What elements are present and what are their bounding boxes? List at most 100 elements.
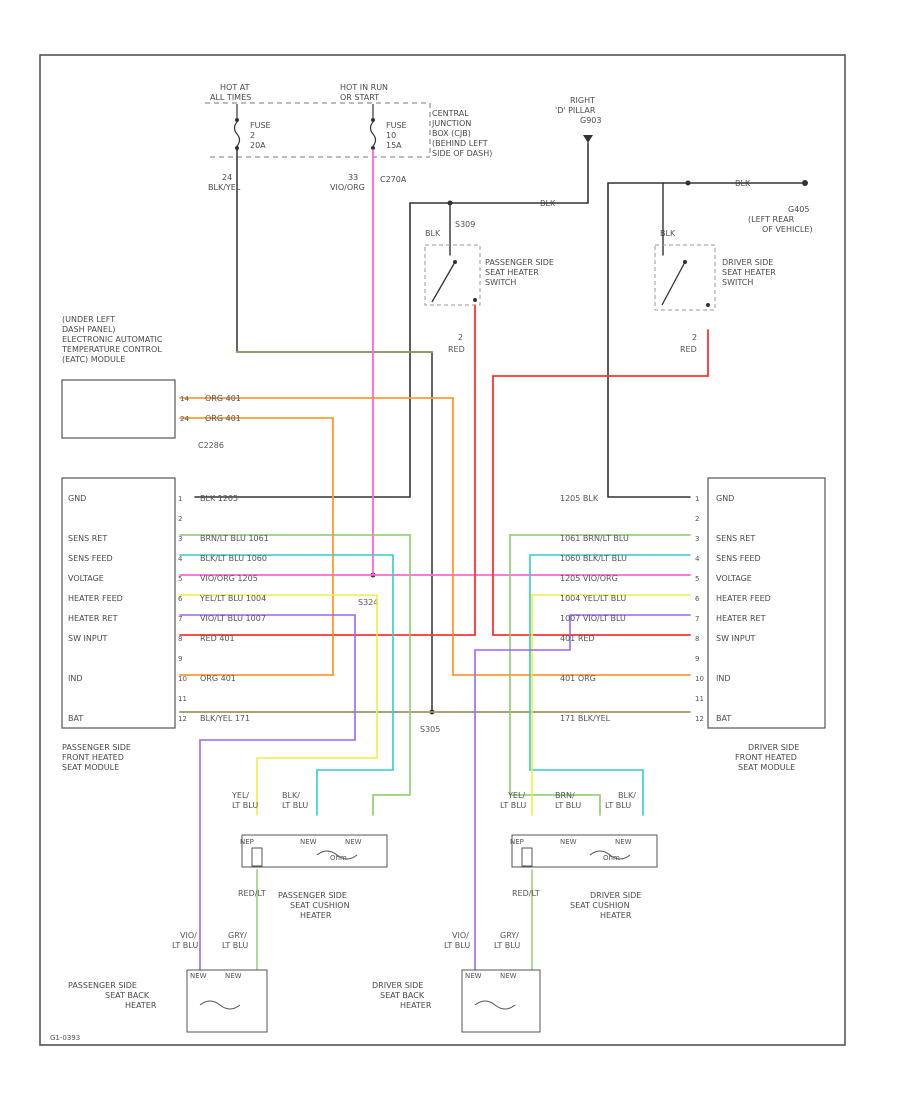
eatc-wire-1: ORG 401 [205,394,241,403]
terminal-name: SENS FEED [68,554,113,563]
terminal-name: SENS RET [68,534,107,543]
driver-switch-terminal [706,303,710,307]
fuse-10-terminal-top [371,118,375,122]
passenger-module-box [61,477,176,729]
drv-back-element [474,1000,516,1010]
pass-cushion-term-3: NEW [345,838,362,846]
drv-cushion-term-1: NEP [510,838,524,846]
terminal-wire-label: 401 ORG [560,674,596,683]
drv-back-wire-1: VIO/LT BLU [444,931,470,950]
terminal-pin: 6 [695,595,700,603]
terminal-wire-label: RED 401 [200,634,235,643]
pass-back-wire-2: GRY/LT BLU [222,931,248,950]
pass-cushion-wire-2: BLK/LT BLU [282,791,308,810]
wire-heater-feed-passenger [179,594,378,816]
drv-cushion-wire-1: YEL/LT BLU [500,791,526,810]
terminal-wire-label: BLK/YEL 171 [200,714,250,723]
wire-sens-feed-driver [529,554,691,816]
pass-back-term-2: NEW [225,972,242,980]
terminal-pin: 1 [178,495,182,503]
passenger-switch-box [424,244,481,306]
terminal-wire-label: ORG 401 [200,674,236,683]
terminal-name: IND [68,674,83,683]
module-terminal-row: IND 10 ORG 401 [68,674,236,683]
wire-orange-passenger-ind [179,417,334,676]
drv-cushion-lower-wire: RED/LT [512,889,540,898]
terminal-name: VOLTAGE [716,574,752,583]
terminal-pin: 10 [178,675,187,683]
passenger-switch-terminal [473,298,477,302]
fuse-10-terminal-bottom [371,146,375,150]
terminal-pin: 7 [695,615,699,623]
drv-back-term-1: NEW [465,972,482,980]
passenger-switch-pivot [453,260,457,264]
terminal-pin: 9 [178,655,182,663]
driver-switch-box [654,244,716,311]
central-junction-label: CENTRAL JUNCTION BOX (CJB) (BEHIND LEFT … [431,109,492,158]
terminal-pin: 3 [178,535,182,543]
wire-voltage-vioorg [179,149,691,576]
terminal-pin: 11 [178,695,187,703]
terminal-name: HEATER FEED [716,594,771,603]
terminal-name: SENS RET [716,534,755,543]
connector-c270a-label: C270A [380,175,407,184]
wire-orange-driver-ind [179,397,691,676]
module-terminal-row: 2 [178,515,182,523]
wire-heater-ret-driver [474,614,691,971]
pass-cushion-wire-1: YEL/LT BLU [231,791,258,810]
wire-heater-ret-passenger [179,614,356,971]
splice-s309-label: S309 [455,220,475,229]
pass-back-box [186,969,268,1033]
drv-cushion-wire-3: BLK/LT BLU [605,791,636,810]
module-terminal-row: 11 [695,695,704,703]
terminal-pin: 8 [695,635,699,643]
terminal-pin: 3 [695,535,699,543]
drv-cushion-ohm: Ohm [603,854,620,862]
splice-s324-label: S324 [358,598,378,607]
driver-switch-contact [661,261,686,306]
wire-gnd-driver [607,182,806,498]
wire-red-passenger [179,304,476,636]
terminal-wire-label: VIO/ORG 1205 [200,574,258,583]
terminal-name: GND [716,494,734,503]
pass-back-wire-1: VIO/LT BLU [172,931,198,950]
driver-cushion-heater: YEL/LT BLU BRN/LT BLU BLK/LT BLU NEP NEW… [500,791,658,920]
terminal-name: SW INPUT [716,634,756,643]
drv-cushion-thermistor [521,847,533,867]
pass-cushion-ohm: Ohm [330,854,347,862]
terminal-wire-label: 171 BLK/YEL [560,714,611,723]
terminal-pin: 5 [178,575,182,583]
footer-code: G1-0393 [50,1034,80,1042]
module-terminal-row: 9 [695,655,699,663]
pass-cushion-thermistor [251,847,263,867]
terminal-pin: 8 [178,635,182,643]
terminal-wire-label: VIO/LT BLU 1007 [200,614,266,623]
terminal-wire-label: BRN/LT BLU 1061 [200,534,269,543]
module-terminal-row: SENS RET 3 BRN/LT BLU 1061 [68,534,269,543]
terminal-wire-label: BLK/LT BLU 1060 [200,554,267,563]
blk-label-3: BLK [425,229,441,238]
